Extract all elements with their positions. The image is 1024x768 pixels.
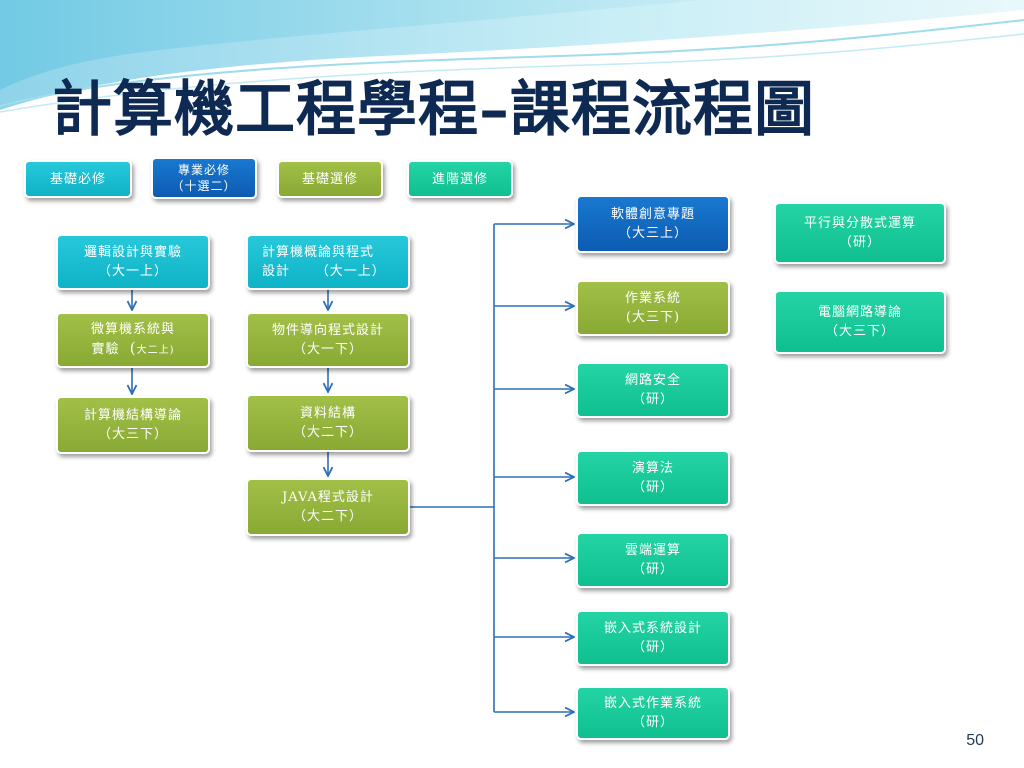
legend-basic-elective: 基礎選修 (277, 160, 383, 198)
course-computer-architecture: 計算機結構導論 （大三下） (56, 396, 210, 454)
course-intro-programming: 計算機概論與程式 設計 （大一上） (246, 234, 410, 290)
course-embedded-os: 嵌入式作業系統 （研） (576, 686, 730, 740)
legend-basic-required: 基礎必修 (24, 160, 132, 198)
course-name: 嵌入式系統設計 (603, 621, 702, 636)
course-name: 嵌入式作業系統 (603, 696, 702, 711)
course-computer-networks: 電腦網路導論 （大三下） (774, 290, 946, 354)
legend-label: 基礎選修 (301, 171, 358, 187)
course-year: （研） (631, 715, 674, 730)
course-name-cont: 實驗 (91, 342, 120, 357)
course-name: 計算機結構導論 (83, 408, 182, 423)
legend-label: 專業必修 (177, 163, 230, 177)
course-name: 微算機系統與 (90, 322, 175, 337)
legend-label: 進階選修 (431, 171, 488, 187)
course-year: （大三下） (824, 324, 895, 339)
legend-advanced-elective: 進階選修 (407, 160, 513, 198)
course-year: （研） (631, 480, 674, 495)
course-year: （大二下） (292, 509, 363, 524)
course-year: （研） (631, 562, 674, 577)
course-name: 電腦網路導論 (817, 305, 902, 320)
course-year: （大二下） (292, 425, 363, 440)
course-year: (大三下) (625, 310, 681, 325)
course-operating-systems: 作業系統 (大三下) (576, 280, 730, 336)
course-year: （研） (838, 235, 881, 250)
legend-label: 基礎必修 (49, 171, 106, 187)
page-number: 50 (966, 732, 984, 749)
decorative-wave-header (0, 0, 1024, 113)
course-name: 軟體創意專題 (610, 207, 695, 222)
course-oop: 物件導向程式設計 （大一下） (246, 312, 410, 368)
course-year: （大一上） (97, 264, 168, 279)
course-java: JAVA程式設計 （大二下） (246, 478, 410, 536)
course-algorithms: 演算法 （研） (576, 450, 730, 506)
course-name: 資料結構 (299, 406, 356, 421)
course-year-open: ( (129, 339, 137, 357)
course-year: （大一下） (292, 342, 363, 357)
course-name: 計算機概論與程式 (262, 245, 375, 260)
course-year: （研） (631, 640, 674, 655)
course-parallel-distributed: 平行與分散式運算 （研） (774, 202, 946, 264)
course-name: 作業系統 (624, 291, 681, 306)
page-title: 計算機工程學程–課程流程圖 (52, 75, 815, 145)
course-year: （研） (631, 392, 674, 407)
course-microcomputer: 微算機系統與 實驗 (大二上) (56, 312, 210, 368)
course-logic-design: 邏輯設計與實驗 （大一上） (56, 234, 210, 290)
course-year: （大三上） (617, 226, 688, 241)
course-name: 平行與分散式運算 (803, 216, 916, 231)
course-name: 邏輯設計與實驗 (83, 245, 182, 260)
course-name: 雲端運算 (624, 543, 681, 558)
legend-core-required: 專業必修 （十選二） (151, 157, 257, 199)
course-name: JAVA程式設計 (282, 490, 374, 505)
course-data-structures: 資料結構 （大二下） (246, 394, 410, 452)
course-name: 網路安全 (624, 373, 681, 388)
course-cloud-computing: 雲端運算 （研） (576, 532, 730, 588)
course-software-project: 軟體創意專題 （大三上） (576, 195, 730, 253)
course-embedded-system-design: 嵌入式系統設計 （研） (576, 610, 730, 666)
course-name-cont: 設計 (262, 264, 291, 279)
course-name: 物件導向程式設計 (271, 323, 384, 338)
course-year: 大二上) (136, 345, 175, 356)
course-year: （大三下） (97, 427, 168, 442)
course-network-security: 網路安全 （研） (576, 362, 730, 418)
course-year: （大一上） (315, 264, 386, 279)
legend-sublabel: （十選二） (171, 179, 237, 193)
course-name: 演算法 (631, 461, 674, 476)
